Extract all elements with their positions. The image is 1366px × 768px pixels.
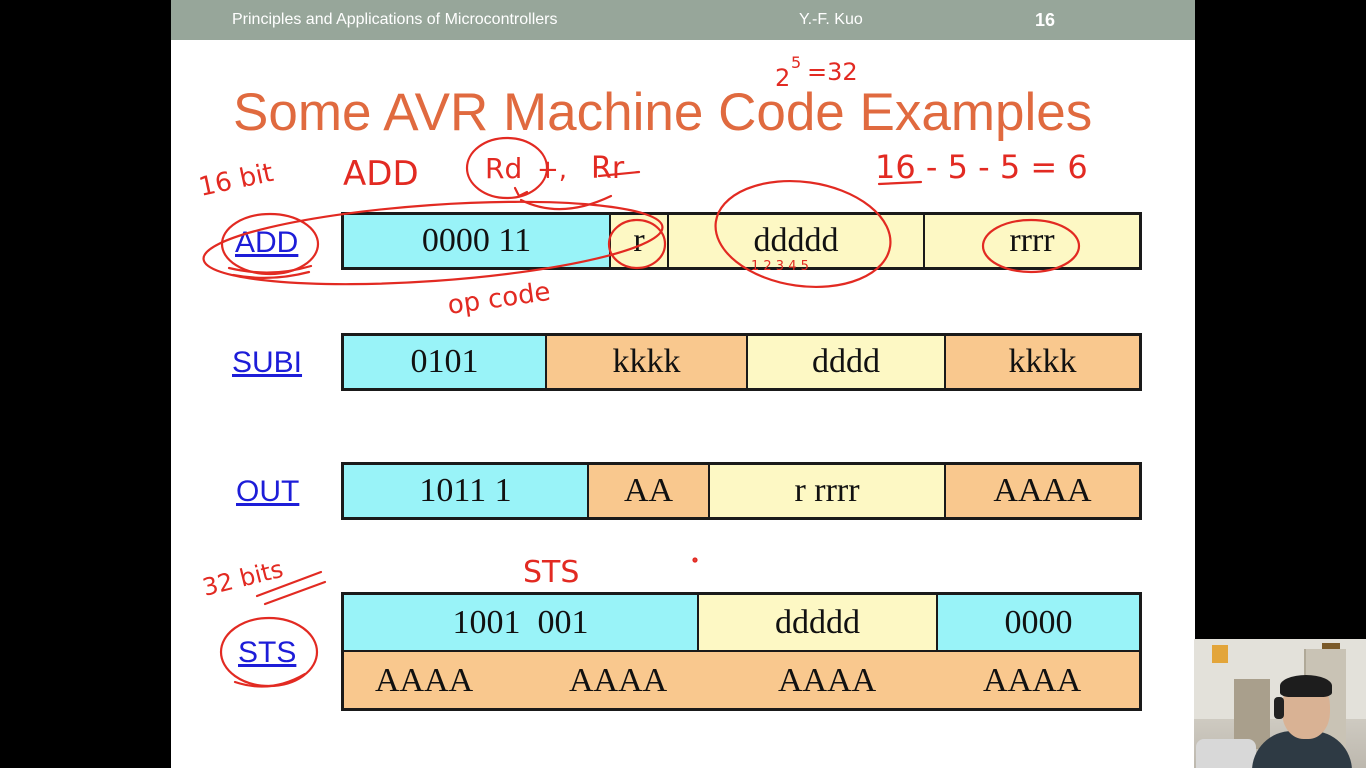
sts-encoding-block: 1001 001 ddddd 0000 AAAA AAAA AAAA AAAA <box>341 592 1142 711</box>
add-r-bit-cell: r <box>611 215 669 267</box>
add-underline-mark <box>227 264 313 274</box>
sts-address-nibble: AAAA <box>569 662 668 699</box>
out-a-low-cell: AAAA <box>946 465 1139 517</box>
subi-rd-cell: dddd <box>748 336 946 388</box>
add-rd-cell: ddddd <box>669 215 925 267</box>
rd-annotation: Rd <box>485 152 522 185</box>
pow-exp-annotation: 5 <box>791 53 801 72</box>
opcode-annotation: op code <box>446 277 553 321</box>
slide-header: Principles and Applications of Microcont… <box>171 0 1195 40</box>
bit-calc-annotation: 16 - 5 - 5 = 6 <box>875 148 1088 186</box>
rr-annotation: Rr <box>591 151 625 186</box>
subi-encoding-row: 0101 kkkk dddd kkkk <box>341 333 1142 391</box>
subi-opcode-cell: 0101 <box>344 336 547 388</box>
sts-rd-cell: ddddd <box>699 595 938 650</box>
bits16-annotation: 16 bit <box>196 158 276 203</box>
rd-circle-mark <box>465 136 549 200</box>
course-title: Principles and Applications of Microcont… <box>232 11 558 28</box>
subi-k-high-cell: kkkk <box>547 336 748 388</box>
wall-flag-icon <box>1212 645 1228 663</box>
add-instruction-link[interactable]: ADD <box>235 226 299 259</box>
author-name: Y.-F. Kuo <box>799 11 863 28</box>
slide-title: Some AVR Machine Code Examples <box>233 83 1093 142</box>
bits32-annotation: 32 bits <box>200 555 286 602</box>
sts-instruction-link[interactable]: STS <box>238 636 297 669</box>
presenter-webcam-feed <box>1194 639 1366 768</box>
out-opcode-cell: 1011 1 <box>344 465 589 517</box>
out-encoding-row: 1011 1 AA r rrrr AAAA <box>341 462 1142 520</box>
sts-first-word: 1001 001 ddddd 0000 <box>344 595 1139 652</box>
rd-arrow-mark <box>519 194 613 211</box>
sts-address-nibble: AAAA <box>983 662 1082 699</box>
add-rr-cell: rrrr <box>925 215 1139 267</box>
page-number: 16 <box>1035 10 1056 30</box>
sts-opcode-cell: 1001 001 <box>344 595 699 650</box>
sts-address-word: AAAA AAAA AAAA AAAA <box>344 652 1139 708</box>
add-encoding-row: 0000 11 r ddddd rrrr <box>341 212 1142 270</box>
out-a-high-cell: AA <box>589 465 710 517</box>
sts-opcode-tail-cell: 0000 <box>938 595 1139 650</box>
out-register-cell: r rrrr <box>710 465 946 517</box>
sts-address-nibble: AAAA <box>778 662 877 699</box>
lecture-slide: Principles and Applications of Microcont… <box>171 0 1195 768</box>
subi-k-low-cell: kkkk <box>946 336 1139 388</box>
sts-annotation: STS <box>523 555 579 590</box>
sts-address-nibble: AAAA <box>375 662 474 699</box>
add-opcode-cell: 0000 11 <box>344 215 611 267</box>
headset-icon <box>1274 697 1284 719</box>
subi-instruction-link[interactable]: SUBI <box>232 346 303 379</box>
out-instruction-link[interactable]: OUT <box>236 475 300 508</box>
add-syntax-annotation: ADD <box>343 154 419 194</box>
plus-annotation: +, <box>537 155 567 185</box>
